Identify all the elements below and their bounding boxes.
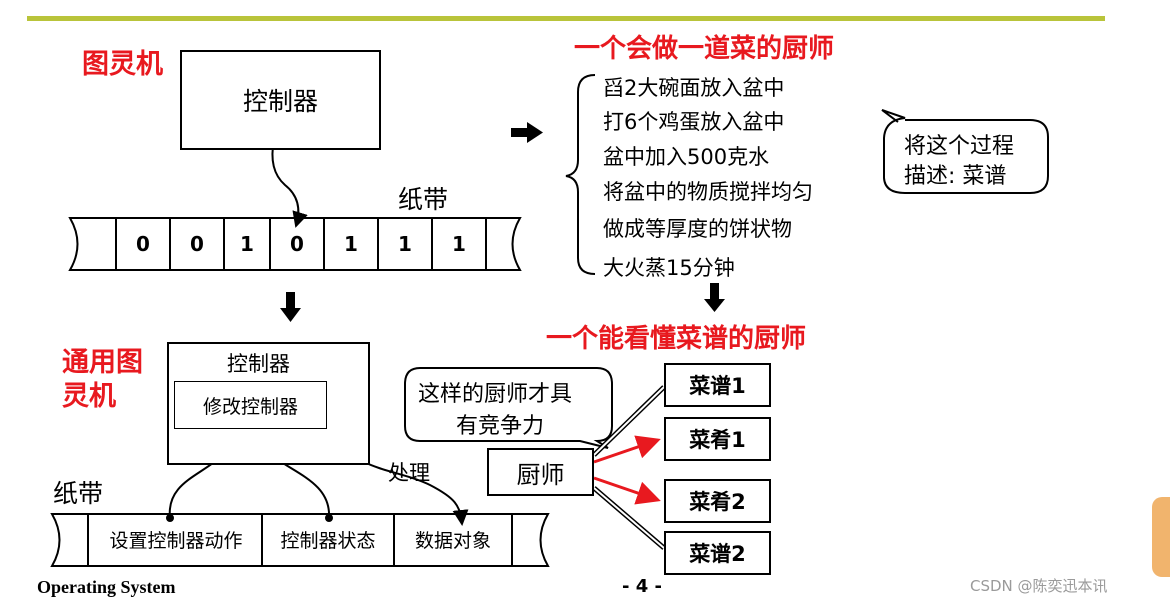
tape-cell: 0 (270, 218, 324, 270)
controller-label: 控制器 (243, 82, 318, 118)
output-label: 菜肴2 (689, 486, 746, 516)
tape-section: 数据对象 (394, 526, 512, 553)
edge-decoration (1152, 497, 1170, 577)
modify-controller-box: 修改控制器 (174, 381, 327, 429)
step-item: 打6个鸡蛋放入盆中 (603, 106, 784, 136)
speech-line2: 有竞争力 (456, 408, 544, 440)
head-arrow (272, 140, 298, 226)
tape-section: 设置控制器动作 (90, 526, 262, 553)
step-item: 盆中加入500克水 (603, 141, 769, 171)
recipe-chef-title: 一个能看懂菜谱的厨师 (546, 318, 806, 355)
chef-label: 厨师 (517, 455, 565, 490)
speech-line1: 这样的厨师才具 (418, 376, 572, 408)
tape-cell: 1 (378, 218, 432, 270)
watermark: CSDN @陈奕迅本讯 (970, 575, 1108, 596)
output-label: 菜谱1 (689, 370, 746, 400)
controller-box: 控制器 (180, 50, 381, 150)
universal-controller-box: 控制器 修改控制器 (167, 342, 370, 465)
step-item: 做成等厚度的饼状物 (603, 213, 792, 243)
step-item: 舀2大碗面放入盆中 (603, 72, 784, 102)
footer-left: Operating System (37, 577, 176, 598)
chef-title: 一个会做一道菜的厨师 (574, 28, 834, 65)
tape-section: 控制器状态 (262, 526, 394, 553)
turing-title: 图灵机 (82, 42, 163, 81)
modify-controller-label: 修改控制器 (203, 392, 298, 419)
down-arrow-left (280, 292, 301, 322)
right-arrow (511, 122, 543, 143)
step-item: 大火蒸15分钟 (603, 252, 735, 282)
output-box-recipe1: 菜谱1 (664, 363, 771, 407)
tape-cell: 0 (116, 218, 170, 270)
page-number: - 4 - (622, 576, 662, 597)
output-box-recipe2: 菜谱2 (664, 531, 771, 575)
chef-box: 厨师 (487, 448, 594, 496)
brace (566, 75, 595, 274)
universal-title-line2: 灵机 (62, 374, 116, 413)
down-arrow-right (704, 283, 725, 312)
tape-label-bottom: 纸带 (53, 474, 103, 510)
output-box-dish1: 菜肴1 (664, 417, 771, 461)
output-label: 菜肴1 (689, 424, 746, 454)
step-item: 将盆中的物质搅拌均匀 (603, 176, 813, 206)
callout-line2: 描述: 菜谱 (904, 158, 1006, 190)
output-box-dish2: 菜肴2 (664, 479, 771, 523)
tape-cell: 1 (324, 218, 378, 270)
process-label: 处理 (388, 457, 430, 487)
tape-cell: 1 (432, 218, 486, 270)
output-label: 菜谱2 (689, 538, 746, 568)
tape-cell: 1 (224, 218, 270, 270)
callout-line1: 将这个过程 (904, 128, 1014, 160)
tape-cell: 0 (170, 218, 224, 270)
tape-label-top: 纸带 (398, 180, 448, 216)
universal-controller-label: 控制器 (227, 348, 290, 378)
